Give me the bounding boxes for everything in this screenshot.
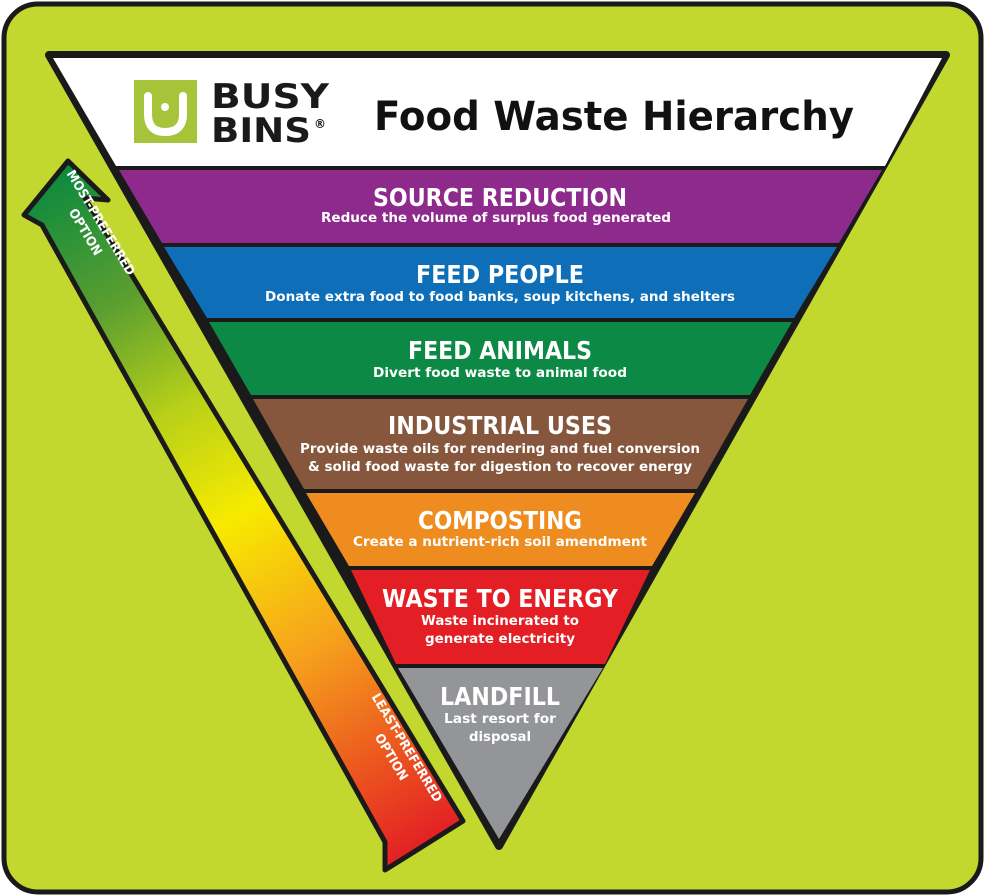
tier-title: INDUSTRIAL USES [388,411,612,440]
tier-band [119,170,882,243]
tier-band [398,668,603,839]
brand-line-1: BUSY [211,77,329,117]
hierarchy-tiers: SOURCE REDUCTION Reduce the volume of su… [119,170,882,839]
tier-description-line: Reduce the volume of surplus food genera… [321,211,671,226]
logo-u-icon [144,92,187,137]
logo-dot-icon [161,103,169,111]
header-band [53,58,942,166]
tier-band [164,247,837,318]
tier-description-line: Create a nutrient-rich soil amendment [353,535,647,550]
tier-composting: COMPOSTING Create a nutrient-rich soil a… [306,493,695,566]
tier-description-line: generate electricity [425,632,576,647]
tier-band [306,493,695,566]
tier-title: FEED ANIMALS [408,336,592,365]
tier-title: FEED PEOPLE [416,260,584,289]
brand-registered-mark: ® [314,117,326,131]
page-title: Food Waste Hierarchy [374,94,854,140]
tier-title: WASTE TO ENERGY [382,584,619,613]
tier-feed-animals: FEED ANIMALS Divert food waste to animal… [209,322,792,395]
tier-source-reduction: SOURCE REDUCTION Reduce the volume of su… [119,170,882,243]
tier-description-line: Last resort for [444,712,557,727]
tier-band [209,322,792,395]
tier-description-line: Donate extra food to food banks, soup ki… [265,290,735,305]
tier-feed-people: FEED PEOPLE Donate extra food to food ba… [164,247,837,318]
tier-title: COMPOSTING [418,506,582,535]
preference-arrow-shape [21,158,466,873]
tier-title: SOURCE REDUCTION [373,183,627,212]
tier-industrial-uses: INDUSTRIAL USES Provide waste oils for r… [253,399,748,489]
busy-bins-logo: BUSY BINS ® [134,77,329,151]
tier-description-line: disposal [469,730,531,745]
tier-band [351,570,650,664]
tier-waste-to-energy: WASTE TO ENERGY Waste incinerated to gen… [351,570,650,664]
tier-title: LANDFILL [440,682,560,711]
tier-landfill: LANDFILL Last resort for disposal [398,668,603,839]
tier-description-line: Divert food waste to animal food [373,366,627,381]
tier-description-line: Waste incinerated to [421,614,579,629]
brand-line-2: BINS [211,111,311,151]
tier-band [253,399,748,489]
tier-description-line: Provide waste oils for rendering and fue… [300,442,700,457]
tier-description-line: & solid food waste for digestion to reco… [308,460,693,475]
